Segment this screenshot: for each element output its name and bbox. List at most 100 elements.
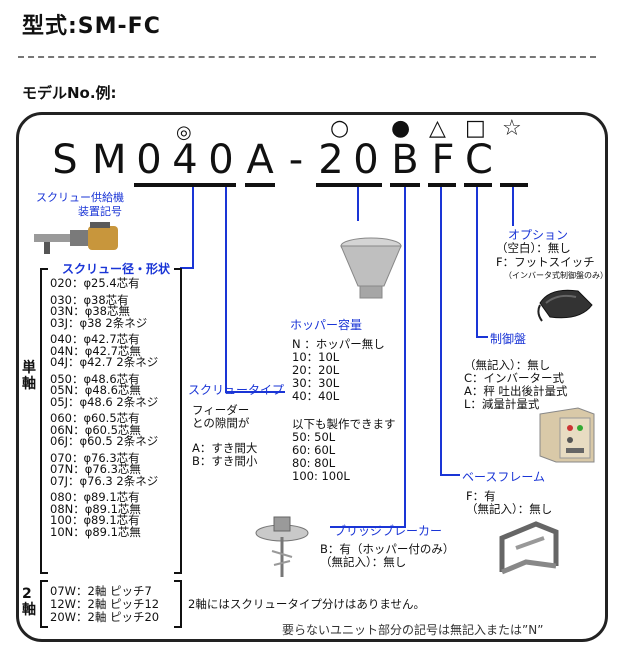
option-opt-f: F：フットスイッチ — [496, 255, 595, 269]
code-char-m: M — [92, 137, 127, 183]
code-underline-hopper — [316, 183, 382, 187]
double-axis-note: 2軸にはスクリュータイプ分けはありません。 — [188, 597, 425, 611]
list-item: 07J：φ76.3 2条ネジ — [50, 473, 159, 488]
code-underline-panel — [464, 183, 492, 187]
option-title: オプション — [506, 226, 571, 243]
control-panel-connector-v — [476, 187, 478, 337]
square-symbol: □ — [465, 116, 486, 141]
list-item: 080：φ89.1芯有 — [50, 490, 140, 504]
list-item: 04J：φ42.7 2条ネジ — [50, 355, 159, 369]
code-underline-bridge — [390, 183, 420, 187]
code-char-0b: 0 — [208, 137, 234, 183]
hopper-title: ホッパー容量 — [290, 318, 363, 332]
code-underline-option — [500, 183, 528, 187]
list-item: 30：30L — [292, 376, 340, 390]
screw-diameter-title: スクリュー径・形状 — [62, 262, 171, 276]
double-axis-bracket-left — [40, 580, 48, 628]
bridge-breaker-title: ブリッジブレーカー — [334, 524, 443, 538]
list-item: 05N：φ48.6芯無 — [50, 383, 141, 397]
list-item: 12W：2軸 ピッチ12 — [50, 597, 160, 611]
screw-unit-title-line2: 装置記号 — [78, 205, 122, 218]
double-axis-bracket-right — [174, 580, 182, 628]
screw-type-connector-h — [225, 391, 285, 393]
code-underline-diameter — [134, 183, 236, 187]
list-item: 20W：2軸 ピッチ20 — [50, 610, 160, 624]
footer-note: 要らないユニット部分の記号は無記入または”N” — [282, 623, 544, 637]
list-item: 20：20L — [292, 363, 340, 377]
screw-diameter-connector-h — [180, 267, 192, 269]
list-item: 06J：φ60.5 2条ネジ — [50, 434, 159, 448]
screw-type-desc2: との隙間が — [192, 416, 250, 430]
bridge-breaker-opt-none: （無記入）：無し — [320, 555, 407, 569]
list-item: 03N：φ38芯無 — [50, 304, 130, 318]
list-item: 50: 50L — [292, 430, 336, 444]
base-frame-connector-v — [440, 187, 442, 475]
control-panel-list: （無記入）：無し C：インバーター式 A：秤 吐出後計量式 L：減量計量式 — [464, 359, 568, 411]
divider — [18, 56, 596, 58]
screw-feeder-image — [34, 222, 118, 254]
option-opt-f-note: （インバータ式制御盤のみ） — [504, 271, 608, 280]
base-frame-title: ベースフレーム — [462, 470, 546, 484]
single-axis-label: 単 軸 — [22, 360, 36, 392]
base-frame-image — [499, 521, 559, 575]
list-item: 050：φ48.6芯有 — [50, 371, 140, 386]
list-item: 100：φ89.1芯有 — [50, 513, 140, 527]
double-axis-label: 2 軸 — [22, 586, 36, 618]
screw-type-opt-a: A：すき間大 — [192, 441, 258, 455]
code-underline-frame — [428, 183, 456, 187]
list-item: 030：φ38芯有 — [50, 292, 129, 307]
double-axis-list: 07W：2軸 ピッチ7 12W：2軸 ピッチ12 20W：2軸 ピッチ20 — [50, 585, 159, 624]
list-item: （無記入）：無し — [464, 358, 551, 372]
list-item: 07W：2軸 ピッチ7 — [50, 584, 152, 598]
list-item: 070：φ76.3芯有 — [50, 450, 140, 465]
double-circle-symbol: ◎ — [176, 122, 192, 143]
code-char-4: 4 — [172, 137, 198, 183]
list-item: A：秤 吐出後計量式 — [464, 384, 568, 398]
single-axis-bracket-left — [40, 268, 48, 574]
code-char-dash: - — [288, 137, 304, 183]
code-char-f: F — [431, 137, 455, 183]
list-item: 020：φ25.4芯有 — [50, 276, 140, 290]
bridge-breaker-image — [255, 516, 309, 577]
base-frame-opt-f: F：有 — [466, 489, 496, 503]
circle-symbol: ○ — [330, 116, 350, 141]
bridge-breaker-connector-v — [404, 187, 406, 527]
hopper-list: N ：ホッパー無し 10：10L 20：20L 30：30L 40：40L — [292, 338, 385, 403]
list-item: 60: 60L — [292, 443, 336, 457]
hopper-connector-v — [357, 187, 359, 221]
foot-switch-image — [537, 289, 593, 322]
list-item: 100: 100L — [292, 469, 350, 483]
hopper-note: 以下も製作できます — [292, 417, 396, 431]
option-connector-v — [512, 187, 514, 233]
list-item: N ：ホッパー無し — [292, 337, 385, 351]
single-axis-bracket-right — [174, 268, 182, 574]
screw-diameter-list: 020：φ25.4芯有 030：φ38芯有 03N：φ38芯無 03J：φ38 … — [50, 276, 159, 538]
code-underline-type — [245, 183, 275, 187]
code-char-2: 2 — [318, 137, 344, 183]
bridge-breaker-connector-h — [330, 526, 406, 528]
screw-type-connector-v — [225, 187, 227, 392]
model-diagram-frame — [16, 112, 608, 642]
list-item: 07N：φ76.3芯無 — [50, 462, 141, 476]
star-symbol: ☆ — [502, 116, 522, 141]
code-char-0c: 0 — [353, 137, 379, 183]
screw-type-opt-b: B：すき間小 — [192, 454, 258, 468]
hopper-image — [340, 237, 402, 299]
control-panel-title: 制御盤 — [490, 332, 527, 346]
base-frame-opt-none: （無記入）：無し — [466, 502, 553, 516]
list-item: 03J：φ38 2条ネジ — [50, 315, 148, 330]
bridge-breaker-opt-b: B：有（ホッパー付のみ） — [320, 542, 455, 556]
list-item: 08N：φ89.1芯無 — [50, 501, 141, 516]
code-char-0a: 0 — [136, 137, 162, 183]
base-frame-connector-h — [440, 474, 460, 476]
triangle-symbol: △ — [429, 116, 446, 141]
list-item: C：インバーター式 — [464, 371, 565, 385]
list-item: 060：φ60.5芯有 — [50, 411, 140, 425]
page-title: 型式:SM-FC — [22, 14, 161, 39]
option-opt-blank: （空白）：無し — [496, 241, 571, 255]
hopper-extra-list: 50: 50L 60: 60L 80: 80L 100: 100L — [292, 431, 350, 483]
screw-type-desc1: フィーダー — [192, 403, 250, 417]
black-circle-symbol: ● — [391, 116, 411, 141]
control-panel-connector-h — [476, 336, 488, 338]
code-char-a: A — [246, 137, 274, 183]
